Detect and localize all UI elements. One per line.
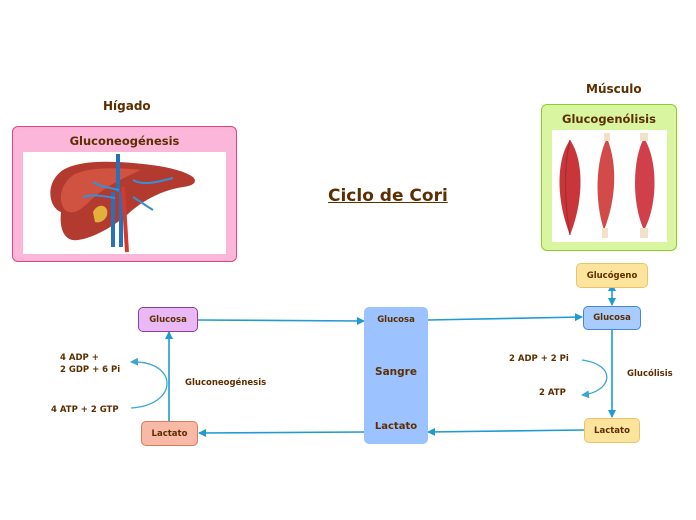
glycogen-node: Glucógeno — [576, 263, 648, 288]
curve-right — [581, 359, 608, 399]
liver-card: Gluconeogénesis — [12, 126, 237, 262]
blood-box: Glucosa Sangre Lactato — [364, 307, 428, 444]
liver-glucose-node: Glucosa — [138, 307, 198, 332]
arrow-muscle-lactate-to-blood — [427, 427, 585, 436]
muscle-inputs-label: 2 ADP + 2 Pi — [509, 354, 569, 364]
muscle-image — [552, 130, 667, 242]
arrow-blood-to-liver-lactate — [198, 428, 365, 437]
gluconeogenesis-label: Gluconeogénesis — [185, 378, 267, 388]
liver-image — [23, 152, 226, 254]
muscle-glucose-node: Glucosa — [583, 306, 641, 330]
liver-illustration — [50, 154, 195, 253]
arrow-blood-to-muscle-glucose — [427, 313, 583, 322]
muscle-heading: Músculo — [586, 82, 642, 96]
muscle-card: Glucogenólisis — [541, 104, 677, 251]
liver-lactate-node: Lactato — [141, 421, 198, 446]
muscle-energy-label: 2 ATP — [539, 388, 566, 398]
arrow-glucose-to-blood — [197, 316, 365, 325]
muscle-card-title: Glucogenólisis — [562, 112, 656, 126]
liver-heading: Hígado — [103, 99, 151, 113]
page-title: Ciclo de Cori — [328, 186, 448, 206]
blood-glucose-label: Glucosa — [377, 315, 415, 325]
muscle-lactate-node: Lactato — [584, 418, 640, 443]
liver-inputs-label: 4 ADP + 2 GDP + 6 Pi — [60, 353, 121, 375]
liver-energy-label: 4 ATP + 2 GTP — [51, 405, 119, 415]
muscle-illustration — [559, 133, 655, 238]
blood-label: Sangre — [375, 366, 417, 378]
glycolysis-label: Glucólisis — [627, 369, 673, 379]
blood-lactate-label: Lactato — [374, 421, 418, 432]
curve-left — [130, 357, 168, 409]
liver-card-title: Gluconeogénesis — [69, 134, 180, 148]
